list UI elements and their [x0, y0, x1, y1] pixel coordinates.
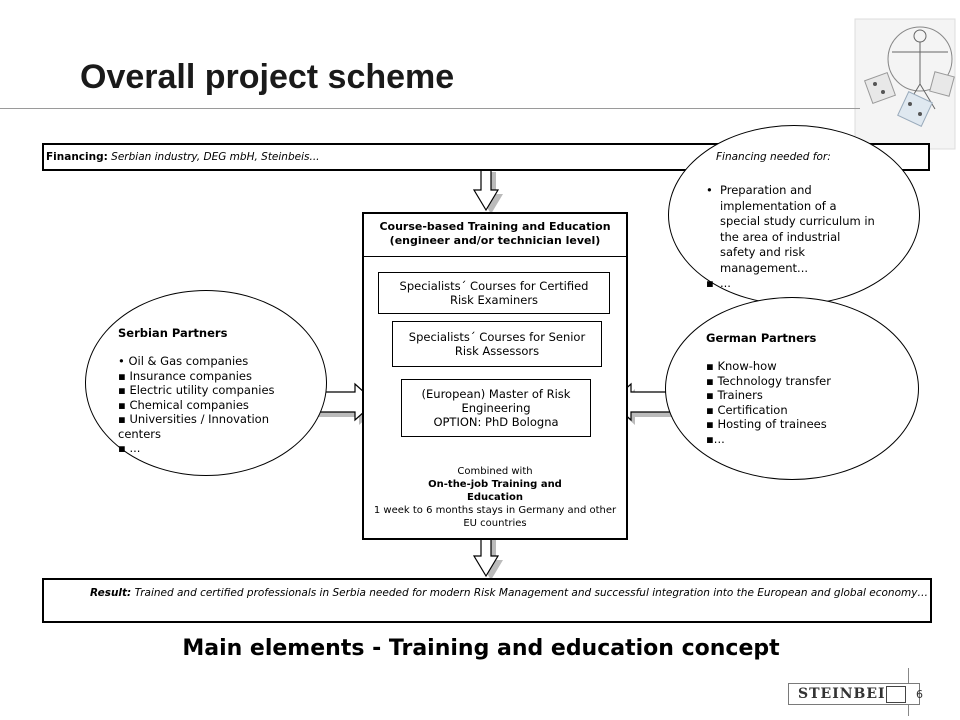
list-item: ▪...	[706, 276, 731, 290]
on-the-job-block: Combined with On-the-job Training and Ed…	[366, 465, 624, 530]
list-item: ▪ Hosting of trainees	[706, 417, 827, 431]
list-item: ▪ Chemical companies	[118, 397, 249, 412]
course3-line-1: (European) Master of Risk Engineering	[421, 387, 571, 415]
ojt-title: On-the-job Training and Education	[428, 479, 562, 503]
page-title: Overall project scheme	[80, 58, 455, 96]
list-item: ▪ Electric utility companies	[118, 383, 275, 397]
steinbeis-logo: STEINBEIS	[798, 686, 897, 702]
logo-mark-icon	[886, 686, 906, 703]
serbian-item-5: Universities / Innovation centers	[118, 412, 269, 441]
financing-label: Financing:	[46, 151, 108, 163]
list-item: •Preparation and implementation of a spe…	[706, 183, 875, 275]
german-item-2: Technology transfer	[717, 373, 831, 388]
combined-with-label: Combined with	[457, 466, 533, 477]
list-item: ▪ Technology transfer	[706, 373, 831, 388]
german-partners-block: German Partners ▪ Know-how ▪ Technology …	[706, 331, 866, 446]
course-certified-risk-examiners: Specialists´ Courses for Certified Risk …	[378, 272, 610, 314]
result-description: Trained and certified professionals in S…	[134, 587, 928, 599]
serbian-item-3: Electric utility companies	[129, 383, 275, 397]
financing-sources: Serbian industry, DEG mbH, Steinbeis...	[111, 151, 320, 163]
ojt-detail: 1 week to 6 months stays in Germany and …	[373, 505, 617, 529]
german-item-1: Know-how	[717, 359, 777, 373]
heading-line-2: (engineer and/or technician level)	[389, 234, 601, 247]
financing-needed-label: Financing needed for:	[716, 151, 831, 163]
serbian-partners-list: • Oil & Gas companies ▪ Insurance compan…	[118, 354, 293, 456]
serbian-partners-block: Serbian Partners • Oil & Gas companies ▪…	[118, 326, 293, 456]
down-arrow-bottom	[472, 534, 503, 580]
result-box	[42, 578, 932, 623]
list-item: ▪ Certification	[706, 402, 788, 417]
course-senior-risk-assessors: Specialists´ Courses for Senior Risk Ass…	[392, 321, 602, 367]
needed-item-2: ...	[720, 276, 731, 290]
german-item-3: Trainers	[717, 388, 763, 402]
financing-needed-ellipse	[668, 125, 920, 305]
page-number: 6	[916, 688, 923, 701]
diagram-subtitle: Main elements - Training and education c…	[182, 636, 780, 661]
serbian-partners-ellipse	[85, 290, 327, 476]
title-divider	[0, 108, 860, 109]
result-label: Result:	[90, 587, 132, 599]
down-arrow-top	[472, 167, 503, 214]
financing-text: Financing: Serbian industry, DEG mbH, St…	[46, 151, 320, 163]
heading-line-1: Course-based Training and Education	[379, 220, 611, 233]
course1-label: Specialists´ Courses for Certified Risk …	[399, 279, 589, 307]
german-item-5: Hosting of trainees	[717, 417, 827, 431]
german-item-4: Certification	[717, 402, 788, 417]
list-item: ▪ ...	[118, 441, 141, 455]
list-item: ▪ Know-how	[706, 359, 777, 373]
list-item: ▪...	[706, 431, 725, 446]
course-training-box	[362, 212, 628, 540]
center-divider	[364, 256, 626, 257]
serbian-item-2: Insurance companies	[129, 368, 252, 383]
list-item: ▪ Insurance companies	[118, 368, 252, 383]
course-training-heading: Course-based Training and Education (eng…	[362, 220, 628, 248]
german-partners-title: German Partners	[706, 331, 817, 345]
serbian-item-1: Oil & Gas companies	[128, 354, 249, 368]
course3-content: (European) Master of Risk Engineering OP…	[402, 387, 590, 429]
german-item-6: ...	[713, 431, 725, 446]
financing-needed-list: •Preparation and implementation of a spe…	[706, 183, 876, 292]
serbian-partners-title: Serbian Partners	[118, 326, 228, 340]
list-item: ▪ Trainers	[706, 388, 763, 402]
serbian-item-6: ...	[129, 441, 141, 455]
serbian-item-4: Chemical companies	[129, 397, 249, 412]
needed-item-1: Preparation and implementation of a spec…	[720, 183, 875, 275]
german-partners-ellipse	[665, 297, 919, 480]
decorative-illustration	[854, 18, 956, 150]
list-item: ▪ Universities / Innovation centers	[118, 412, 269, 441]
course3-line-2: OPTION: PhD Bologna	[433, 415, 559, 429]
course2-label: Specialists´ Courses for Senior Risk Ass…	[408, 330, 586, 358]
course-master-risk-engineering: (European) Master of Risk Engineering OP…	[401, 379, 591, 437]
german-partners-list: ▪ Know-how ▪ Technology transfer ▪ Train…	[706, 359, 866, 446]
list-item: • Oil & Gas companies	[118, 354, 249, 368]
result-text: Result: Trained and certified profession…	[90, 586, 928, 600]
